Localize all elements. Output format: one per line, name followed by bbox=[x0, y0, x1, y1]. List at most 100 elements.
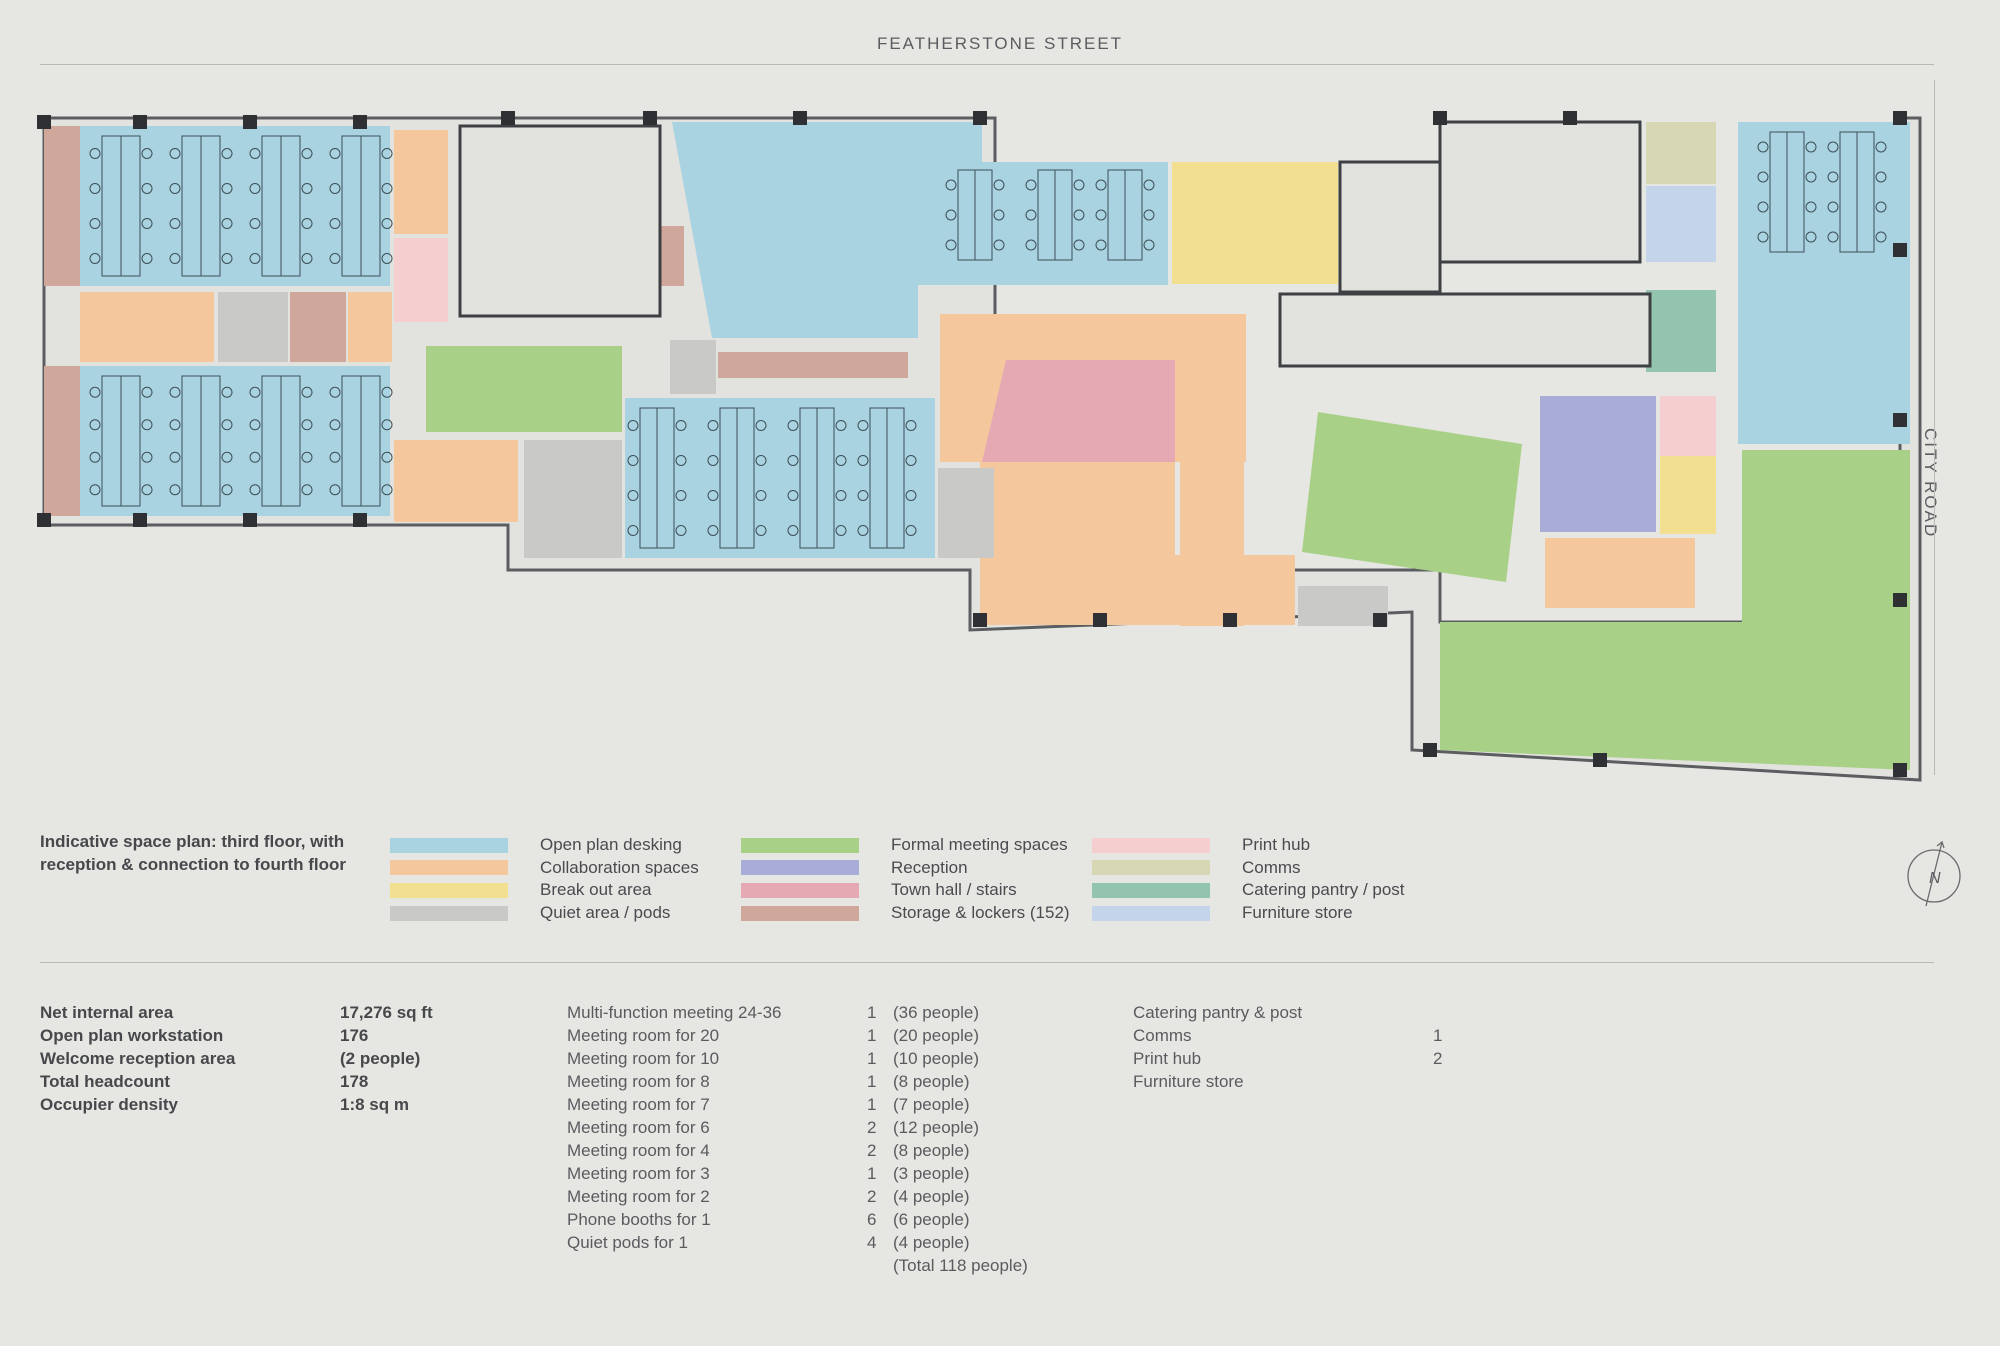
structural-column bbox=[643, 111, 657, 125]
summary-label: Total headcount bbox=[40, 1072, 171, 1091]
structural-column bbox=[1893, 413, 1907, 427]
meeting-label: Meeting room for 10 bbox=[567, 1049, 720, 1068]
summary-row: Welcome reception area(2 people) bbox=[40, 1047, 433, 1070]
summary-value: (2 people) bbox=[340, 1049, 421, 1068]
zone-meeting-2 bbox=[1302, 412, 1522, 582]
zone-collab-8 bbox=[348, 292, 392, 362]
desk-block bbox=[249, 135, 313, 277]
core-stairs-1 bbox=[458, 124, 662, 318]
core-toilets-1 bbox=[1338, 160, 1442, 294]
facility-count: 1 bbox=[1433, 1026, 1443, 1045]
legend-swatch bbox=[741, 882, 859, 898]
summary-label: Occupier density bbox=[40, 1095, 178, 1114]
legend-label: Break out area bbox=[540, 880, 652, 900]
zone-collab-7 bbox=[1545, 538, 1695, 608]
desk-block bbox=[169, 135, 233, 277]
legend-label: Formal meeting spaces bbox=[891, 835, 1068, 855]
summary-row: Total headcount 178 bbox=[40, 1070, 433, 1093]
meeting-people: (8 people) bbox=[893, 1141, 970, 1160]
summary-value: 17,276 sq ft bbox=[340, 1003, 433, 1022]
structural-column bbox=[1893, 763, 1907, 777]
desk-block bbox=[89, 375, 153, 507]
legend-label: Open plan desking bbox=[540, 835, 682, 855]
legend-label: Town hall / stairs bbox=[891, 880, 1017, 900]
summary-value: 176 bbox=[340, 1026, 369, 1045]
zone-quiet-3 bbox=[938, 468, 994, 558]
structural-column bbox=[1893, 593, 1907, 607]
structural-column bbox=[1093, 613, 1107, 627]
structural-column bbox=[37, 115, 51, 129]
legend-label: Collaboration spaces bbox=[540, 857, 699, 877]
zone-collab-3 bbox=[394, 440, 518, 522]
structural-column bbox=[793, 111, 807, 125]
facility-label: Print hub bbox=[1133, 1049, 1202, 1068]
desk-block bbox=[1025, 169, 1085, 261]
structural-column bbox=[353, 115, 367, 129]
structural-column bbox=[1433, 111, 1447, 125]
zone-comms bbox=[1646, 122, 1716, 184]
legend-swatch bbox=[741, 837, 859, 853]
structural-column bbox=[243, 513, 257, 527]
summary-value: 178 bbox=[340, 1072, 369, 1091]
meeting-count: 1 bbox=[867, 1003, 877, 1022]
legend-label: Print hub bbox=[1242, 835, 1311, 855]
meeting-people: (3 people) bbox=[893, 1164, 970, 1183]
legend-item: Town hall / stairs bbox=[741, 879, 1070, 902]
zone-reception bbox=[1540, 396, 1656, 532]
legend-item: Comms bbox=[1092, 857, 1405, 880]
structural-column bbox=[973, 613, 987, 627]
facility-row: Print hub 2 bbox=[1133, 1047, 1442, 1070]
meeting-label: Meeting room for 8 bbox=[567, 1072, 710, 1091]
legend-label: Reception bbox=[891, 857, 968, 877]
zone-open-desking-5 bbox=[1738, 122, 1910, 444]
meeting-row: (Total 118 people) bbox=[567, 1254, 1028, 1277]
legend-swatch bbox=[390, 905, 508, 921]
legend-item: Formal meeting spaces bbox=[741, 834, 1070, 857]
legend-item: Furniture store bbox=[1092, 902, 1405, 925]
facility-count: 2 bbox=[1433, 1049, 1443, 1068]
meeting-label: Meeting room for 7 bbox=[567, 1095, 710, 1114]
desk-block bbox=[329, 375, 393, 507]
floor-plan bbox=[37, 111, 1922, 782]
summary-label: Open plan workstation bbox=[40, 1026, 224, 1045]
structural-column bbox=[973, 111, 987, 125]
structural-column bbox=[1563, 111, 1577, 125]
desk-block bbox=[787, 407, 847, 549]
meeting-label: Meeting room for 6 bbox=[567, 1118, 710, 1137]
zone-storage-5 bbox=[718, 352, 908, 378]
legend-label: Comms bbox=[1242, 857, 1301, 877]
desk-block bbox=[1095, 169, 1155, 261]
meeting-label: Phone booths for 1 bbox=[567, 1210, 711, 1229]
meeting-row: Multi-function meeting 24-36 1 (36 people) bbox=[567, 1001, 1028, 1024]
meeting-count: 6 bbox=[867, 1210, 877, 1229]
zone-open-desking-4 bbox=[625, 398, 935, 558]
legend-item: Catering pantry / post bbox=[1092, 879, 1405, 902]
core-stairs-2 bbox=[1438, 120, 1642, 264]
legend-swatch bbox=[1092, 905, 1210, 921]
meeting-people: (36 people) bbox=[893, 1003, 980, 1022]
desk-block bbox=[707, 407, 767, 549]
legend-item: Reception bbox=[741, 857, 1070, 880]
meeting-label: Multi-function meeting 24-36 bbox=[567, 1003, 782, 1022]
meeting-count: 1 bbox=[867, 1095, 877, 1114]
meeting-people: (12 people) bbox=[893, 1118, 980, 1137]
plan-desks bbox=[89, 131, 1887, 549]
zone-open-desking-3 bbox=[672, 122, 1168, 338]
meeting-label bbox=[567, 1254, 867, 1277]
structural-column bbox=[1593, 753, 1607, 767]
structural-column bbox=[1893, 111, 1907, 125]
meeting-people: (Total 118 people) bbox=[893, 1256, 1028, 1275]
desk-block bbox=[249, 375, 313, 507]
street-label-top: FEATHERSTONE STREET bbox=[876, 34, 1124, 53]
zone-open-desking-2 bbox=[58, 366, 390, 516]
meeting-count: 1 bbox=[867, 1049, 877, 1068]
structural-column bbox=[243, 115, 257, 129]
zone-collab-6 bbox=[1180, 314, 1244, 626]
zone-open-desking-1 bbox=[58, 126, 390, 286]
